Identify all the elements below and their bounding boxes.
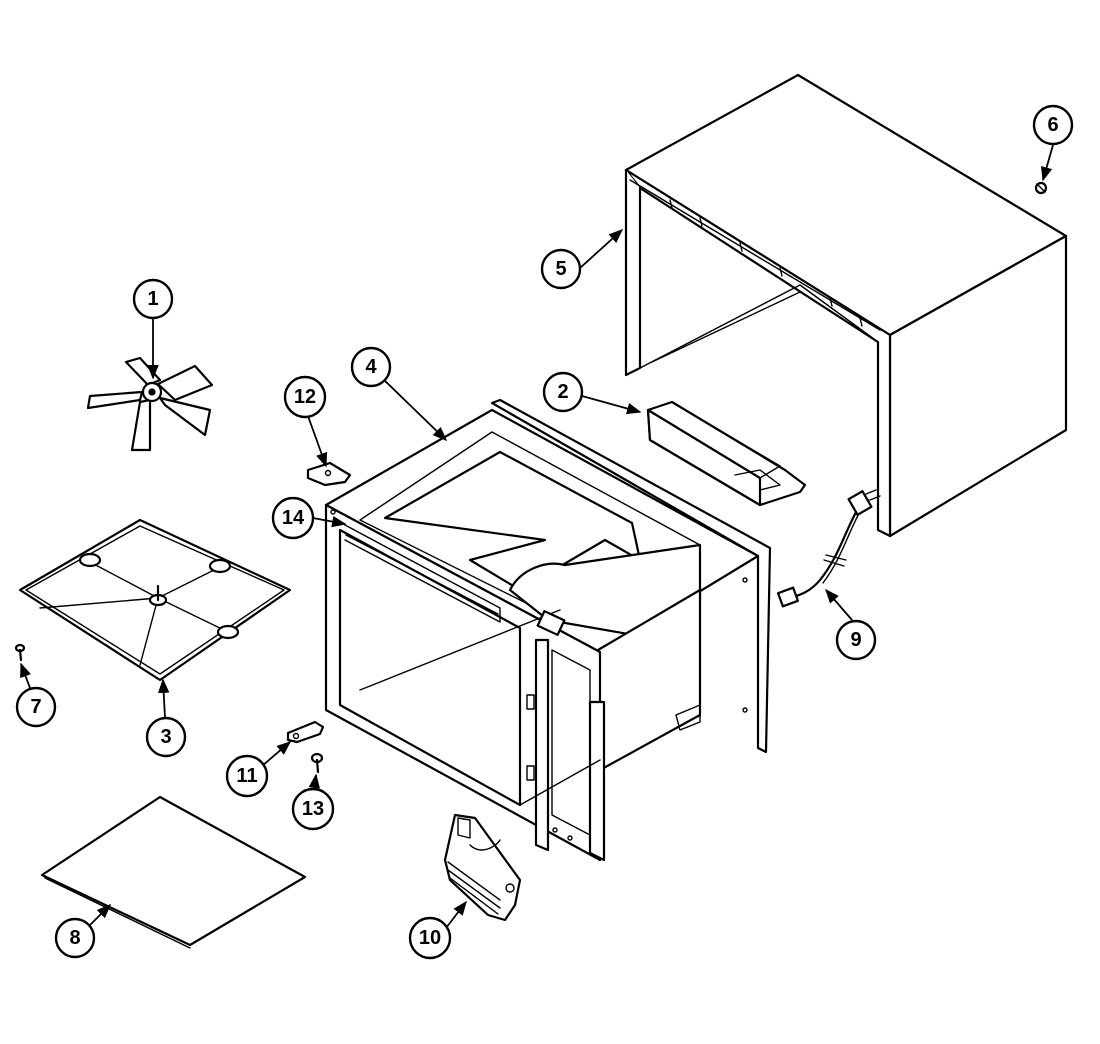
bracket-12 (306, 461, 352, 487)
bracket-11 (286, 720, 325, 744)
callout-4: 4 (350, 346, 392, 388)
svg-text:2: 2 (557, 381, 568, 403)
svg-text:12: 12 (294, 386, 316, 408)
callout-11: 11 (225, 754, 269, 798)
callout-9: 9 (835, 619, 877, 661)
callout-7: 7 (15, 686, 57, 728)
callout-2: 2 (542, 371, 584, 413)
svg-text:10: 10 (419, 927, 441, 949)
callout-12: 12 (283, 375, 327, 419)
air-duct (646, 400, 807, 507)
power-cord (776, 489, 881, 608)
base-plate (40, 795, 307, 949)
callout-8: 8 (54, 917, 96, 959)
bracket-screw (310, 752, 324, 774)
rack-screw (14, 643, 26, 662)
latch-bracket (443, 813, 522, 922)
svg-text:4: 4 (365, 356, 377, 378)
svg-text:7: 7 (30, 696, 41, 718)
svg-text:8: 8 (69, 927, 80, 949)
callout-1: 1 (132, 278, 174, 320)
callout-10: 10 (408, 916, 452, 960)
cabinet-screw (1034, 181, 1048, 195)
svg-text:3: 3 (160, 726, 171, 748)
leader-lines (20, 144, 1054, 929)
svg-text:5: 5 (555, 258, 566, 280)
callout-14: 14 (271, 496, 315, 540)
svg-text:1: 1 (147, 288, 158, 310)
oven-cavity (324, 398, 772, 862)
svg-text:14: 14 (282, 507, 305, 529)
callout-5: 5 (540, 248, 582, 290)
stirrer-rack (18, 518, 292, 682)
callout-13: 13 (291, 787, 335, 831)
svg-text:11: 11 (236, 765, 257, 787)
svg-text:9: 9 (850, 629, 861, 651)
cabinet-wrapper (624, 73, 1068, 538)
fan-blade (86, 356, 214, 452)
svg-text:6: 6 (1047, 114, 1058, 136)
svg-text:13: 13 (302, 798, 324, 820)
callout-6: 6 (1032, 104, 1074, 146)
callout-3: 3 (145, 716, 187, 758)
